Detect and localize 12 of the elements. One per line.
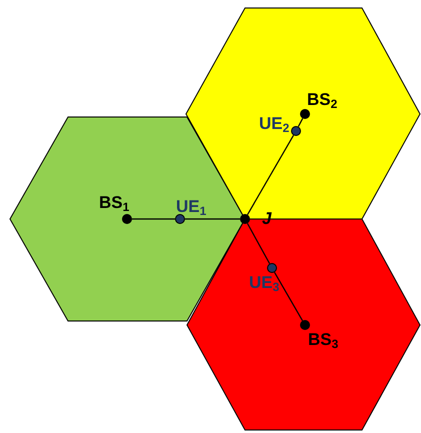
connector-line <box>132 218 175 220</box>
node-label: BS$_{2}$ <box>307 91 338 108</box>
connector-line <box>185 218 240 220</box>
node-label: UE$_{1}$ <box>176 198 206 215</box>
connector-line <box>246 135 294 215</box>
connector-line <box>274 272 304 321</box>
node-label: UE$_{3}$ <box>249 274 280 291</box>
node-label: UE$_{2}$ <box>259 115 290 132</box>
node-label: BS$_{1}$ <box>99 194 130 211</box>
connector-line <box>298 118 304 127</box>
node-label: BS$_{3}$ <box>308 331 338 348</box>
connector-line <box>246 223 270 264</box>
